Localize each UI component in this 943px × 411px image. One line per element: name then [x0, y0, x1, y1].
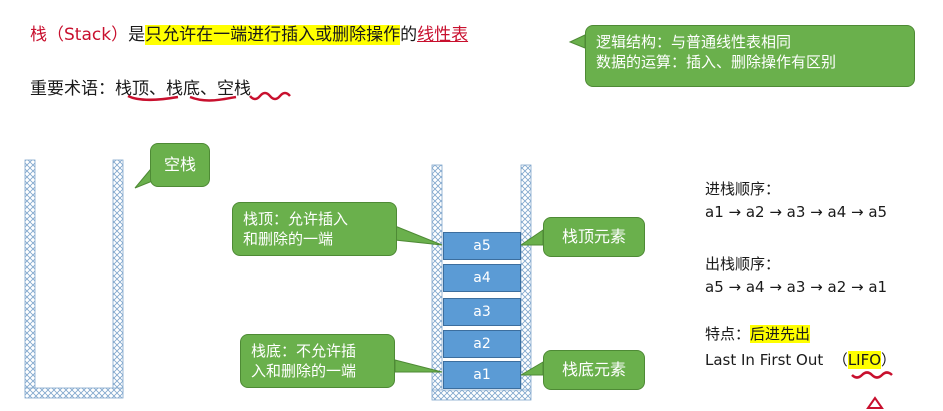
- feature-value: 后进先出: [750, 325, 811, 343]
- callout-tail-bottom: [394, 359, 443, 373]
- underline-stack-top: [127, 94, 179, 102]
- empty-stack-label: 空栈: [163, 155, 196, 174]
- definition-highlight: 只允许在一端进行插入或删除操作: [145, 25, 401, 45]
- stack-bottom-line1: 栈底：不允许插: [251, 342, 357, 360]
- terms-separator: 、: [200, 79, 217, 99]
- key-terms-line: 重要术语：栈顶、栈底、空栈: [30, 74, 251, 99]
- stack-bottom-callout: 栈底：不允许插 入和删除的一端: [240, 334, 395, 388]
- pop-order-label: 出栈顺序：: [705, 255, 781, 273]
- top-element-callout: 栈顶元素: [543, 217, 645, 257]
- lifo-open-paren: （: [832, 351, 848, 369]
- definition-is: 是: [128, 25, 146, 45]
- wavy-underline-empty: [249, 91, 291, 101]
- definition-of: 的: [400, 25, 418, 45]
- stack-element-a4: a4: [443, 264, 521, 292]
- lifo-line: Last In First Out （LIFO）: [705, 349, 896, 370]
- push-order-sequence: a1 → a2 → a3 → a4 → a5: [705, 203, 888, 221]
- operation-line: 数据的运算：插入、删除操作有区别: [596, 53, 837, 72]
- lifo-abbr: LIFO: [847, 351, 882, 369]
- linear-list-term: 线性表: [417, 25, 469, 45]
- stack-element-a5: a5: [443, 232, 521, 260]
- underline-stack-bottom: [189, 95, 237, 102]
- wavy-underline-lifo: [851, 371, 893, 379]
- bottom-element-callout: 栈底元素: [543, 350, 645, 390]
- definition-line: 栈（Stack）是只允许在一端进行插入或删除操作的线性表: [30, 20, 468, 45]
- bottom-element-label: 栈底元素: [561, 360, 626, 379]
- stack-term: 栈（Stack）: [30, 25, 129, 45]
- term-stack-top: 栈顶: [115, 79, 149, 99]
- filled-stack-container: [431, 164, 532, 401]
- term-empty-stack: 空栈: [217, 79, 251, 99]
- triangle-mark-icon: [866, 396, 884, 409]
- callout-tail-logic: [568, 34, 586, 49]
- lifo-english: Last In First Out: [705, 351, 824, 369]
- stack-top-line1: 栈顶：允许插入: [243, 210, 349, 228]
- stack-top-callout: 栈顶：允许插入 和删除的一端: [232, 202, 397, 256]
- top-element-label: 栈顶元素: [561, 227, 626, 246]
- terms-prefix: 重要术语：: [30, 79, 115, 99]
- stack-top-line2: 和删除的一端: [243, 230, 334, 249]
- pop-order-sequence: a5 → a4 → a3 → a2 → a1: [705, 278, 888, 296]
- terms-separator: 、: [149, 79, 166, 99]
- stack-element-a2: a2: [443, 330, 521, 358]
- stack-element-a3: a3: [443, 298, 521, 326]
- empty-stack-callout: 空栈: [150, 143, 210, 187]
- term-stack-bottom: 栈底: [166, 79, 200, 99]
- lifo-close-paren: ）: [881, 351, 897, 369]
- logic-structure-line: 逻辑结构：与普通线性表相同: [596, 33, 792, 51]
- feature-line: 特点：后进先出: [705, 323, 811, 344]
- stack-bottom-line2: 入和删除的一端: [251, 362, 357, 381]
- logic-structure-callout: 逻辑结构：与普通线性表相同 数据的运算：插入、删除操作有区别: [585, 25, 915, 87]
- empty-stack-container: [24, 159, 124, 399]
- push-order-label: 进栈顺序：: [705, 180, 781, 198]
- feature-label: 特点：: [705, 325, 751, 343]
- stack-element-a1: a1: [443, 361, 521, 389]
